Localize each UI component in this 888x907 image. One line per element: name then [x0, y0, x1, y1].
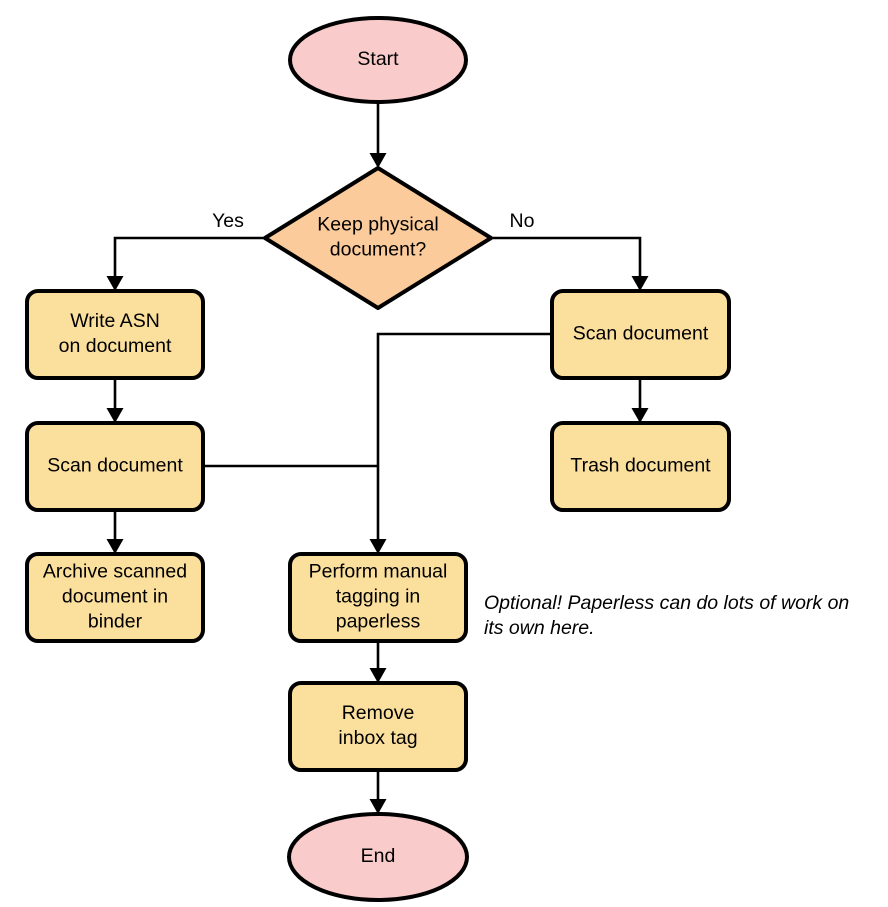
node-shape-rounded-rect [25, 552, 205, 643]
edge-arrowhead [106, 408, 124, 423]
edge-decision-yes-to-write-asn: Yes [106, 210, 265, 291]
node-shape-rounded-rect [550, 289, 731, 380]
edge-label-no: No [510, 210, 535, 232]
node-label: Scan document [573, 323, 709, 345]
node-label: Keep physical [317, 214, 438, 236]
node-label: document in [62, 586, 168, 608]
node-shape-rounded-rect [288, 552, 468, 643]
node-label: document? [330, 239, 427, 261]
node-label: Archive scanned [43, 561, 187, 583]
node-shape-ellipse [287, 812, 469, 902]
node-label: End [361, 845, 396, 867]
edge-write-asn-to-scan-left [106, 378, 124, 423]
edge-path [490, 236, 642, 289]
node-label: paperless [336, 611, 421, 633]
edge-decision-no-to-scan-right: No [490, 210, 649, 291]
node-label: Start [357, 48, 399, 70]
edge-arrowhead [631, 408, 649, 423]
node-shape-rounded-rect [25, 421, 205, 512]
edge-manual-tagging-to-remove-inbox [369, 641, 387, 683]
edge-arrowhead [106, 276, 124, 291]
node-end[interactable]: End [287, 812, 469, 902]
edge-path [376, 332, 552, 550]
edge-scan-right-to-manual-tagging [369, 332, 552, 554]
annotation-line: Optional! Paperless can do lots of work … [484, 592, 849, 614]
node-label: on document [59, 335, 172, 357]
node-archive-binder[interactable]: Archive scanned document in binder [25, 552, 205, 643]
node-manual-tagging[interactable]: Perform manual tagging in paperless [288, 552, 468, 643]
edge-scan-left-to-archive [106, 510, 124, 554]
node-shape-diamond [263, 166, 493, 310]
node-shape-rounded-rect [288, 681, 468, 772]
edge-start-to-decision [369, 102, 387, 168]
node-start[interactable]: Start [288, 16, 468, 104]
edge-arrowhead [631, 276, 649, 291]
edge-arrowhead [369, 539, 387, 554]
edge-arrowhead [369, 153, 387, 168]
edge-arrowhead [369, 799, 387, 814]
node-label: Remove [342, 702, 415, 724]
annotation-optional-note: Optional! Paperless can do lots of work … [484, 592, 849, 639]
node-label: Scan document [47, 455, 183, 477]
node-label: inbox tag [338, 727, 417, 749]
edge-arrowhead [369, 668, 387, 683]
node-remove-inbox-tag[interactable]: Remove inbox tag [288, 681, 468, 772]
node-label: tagging in [336, 586, 421, 608]
edge-remove-inbox-to-end [369, 770, 387, 814]
node-shape-rounded-rect [550, 421, 731, 512]
node-write-asn[interactable]: Write ASN on document [25, 289, 205, 380]
annotation-line: its own here. [484, 617, 595, 639]
node-scan-document-right[interactable]: Scan document [550, 289, 731, 380]
node-keep-physical[interactable]: Keep physical document? [263, 166, 493, 310]
node-label: Write ASN [70, 310, 160, 332]
edge-scan-right-to-trash [631, 378, 649, 423]
node-shape-ellipse [288, 16, 468, 104]
edge-label-yes: Yes [212, 210, 244, 232]
edges-layer: Yes No [106, 102, 649, 814]
node-trash-document[interactable]: Trash document [550, 421, 731, 512]
edge-arrowhead [106, 539, 124, 554]
node-label: binder [88, 611, 143, 633]
edge-path [113, 236, 265, 289]
annotations-layer: Optional! Paperless can do lots of work … [484, 592, 849, 639]
node-label: Trash document [570, 455, 711, 477]
node-label: Perform manual [309, 561, 448, 583]
node-shape-rounded-rect [25, 289, 205, 380]
node-scan-document-left[interactable]: Scan document [25, 421, 205, 512]
